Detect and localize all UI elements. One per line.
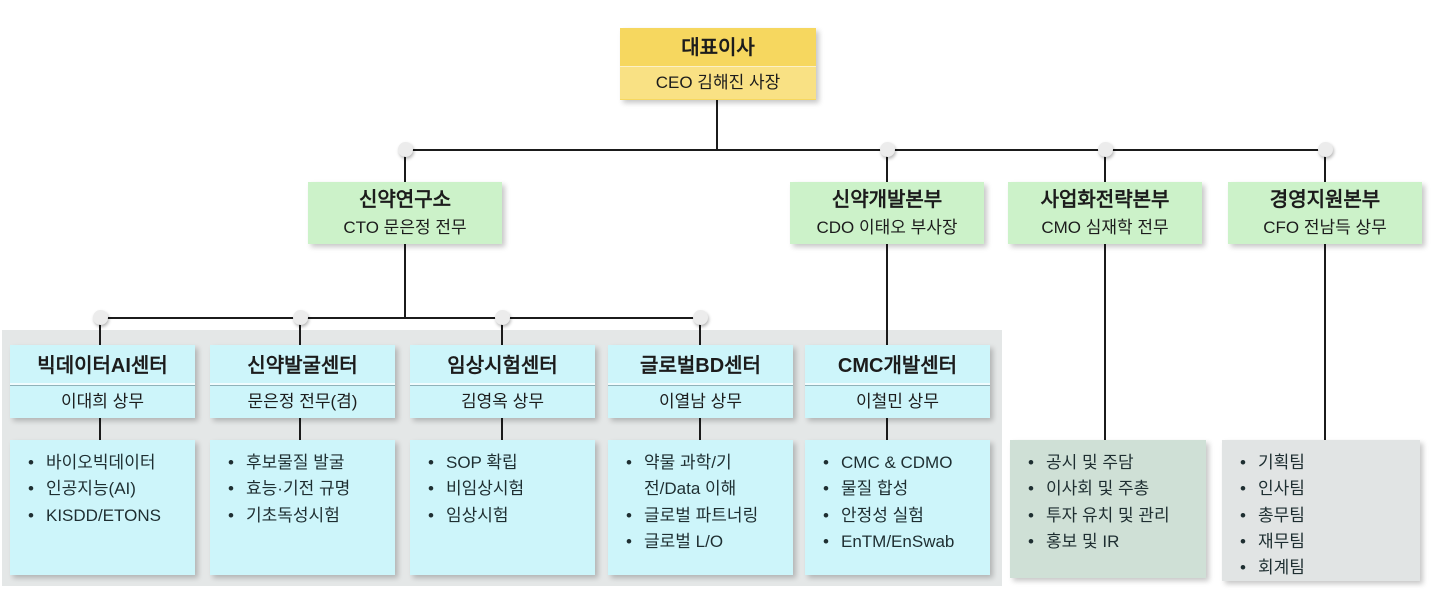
task-item: 이사회 및 주총: [1022, 476, 1198, 503]
division-title: 신약연구소: [359, 189, 451, 211]
node-center-bigdata: 빅데이터AI센터 이대희 상무: [10, 345, 195, 418]
junction-dot: [880, 142, 895, 157]
division-leader: CDO 이태오 부사장: [816, 218, 958, 237]
connector-business-down: [1104, 244, 1106, 440]
junction-dot: [398, 142, 413, 157]
task-item: 회계팀: [1234, 555, 1412, 582]
junction-dot: [293, 310, 308, 325]
division-title: 사업화전략본부: [1040, 189, 1170, 211]
node-division-management: 경영지원본부 CFO 전남득 상무: [1228, 182, 1422, 244]
connector-drop-research: [404, 150, 406, 182]
node-ceo-subtitle: CEO 김해진 사장: [620, 66, 816, 99]
connector-level1-horizontal: [404, 149, 1326, 151]
tasks-globalbd: 약물 과학/기전/Data 이해 글로벌 파트너링 글로벌 L/O: [608, 440, 793, 575]
task-item: 투자 유치 및 관리: [1022, 503, 1198, 530]
center-leader: 이열남 상무: [608, 385, 793, 417]
tasks-bigdata: 바이오빅데이터 인공지능(AI) KISDD/ETONS: [10, 440, 195, 575]
tasks-business-strategy: 공시 및 주담 이사회 및 주총 투자 유치 및 관리 홍보 및 IR: [1010, 440, 1206, 578]
node-ceo: 대표이사 CEO 김해진 사장: [620, 28, 816, 100]
task-item: 공시 및 주담: [1022, 450, 1198, 477]
division-leader: CMO 심재학 전무: [1041, 218, 1169, 237]
task-item: 안정성 실험: [817, 503, 982, 530]
node-center-cmc: CMC개발센터 이철민 상무: [805, 345, 990, 418]
task-item: 인사팀: [1234, 476, 1412, 503]
connector-management-down: [1324, 244, 1326, 440]
center-title: 신약발굴센터: [247, 355, 358, 377]
junction-dot: [1318, 142, 1333, 157]
node-center-clinical: 임상시험센터 김영옥 상무: [410, 345, 595, 418]
task-item: 후보물질 발굴: [222, 450, 387, 477]
tasks-management-support: 기획팀 인사팀 총무팀 재무팀 회계팀: [1222, 440, 1420, 582]
task-item: 글로벌 파트너링: [620, 503, 785, 530]
connector-research-down: [404, 244, 406, 318]
task-item: 글로벌 L/O: [620, 529, 785, 556]
connector-level2-horizontal: [99, 317, 701, 319]
node-center-discovery: 신약발굴센터 문은정 전무(겸): [210, 345, 395, 418]
node-division-research: 신약연구소 CTO 문은정 전무: [308, 182, 502, 244]
division-title: 경영지원본부: [1269, 189, 1381, 211]
center-title: 빅데이터AI센터: [37, 355, 168, 377]
task-item: 총무팀: [1234, 503, 1412, 530]
junction-dot: [495, 310, 510, 325]
division-leader: CTO 문은정 전무: [343, 218, 467, 237]
task-item: EnTM/EnSwab: [817, 529, 982, 556]
connector-ceo-down: [716, 100, 718, 150]
connector-drop-development: [886, 150, 888, 182]
task-item: 기초독성시험: [222, 503, 387, 530]
division-leader: CFO 전남득 상무: [1263, 218, 1387, 237]
node-center-globalbd: 글로벌BD센터 이열남 상무: [608, 345, 793, 418]
task-item: CMC & CDMO: [817, 450, 982, 477]
connector-drop-business: [1104, 150, 1106, 182]
center-leader: 김영옥 상무: [410, 385, 595, 417]
node-division-development: 신약개발본부 CDO 이태오 부사장: [790, 182, 984, 244]
connector-drop-cmc: [886, 244, 888, 440]
task-item: 재무팀: [1234, 529, 1412, 556]
task-item: 비임상시험: [422, 476, 587, 503]
task-item: 기획팀: [1234, 450, 1412, 477]
division-title: 신약개발본부: [831, 189, 943, 211]
task-item: 약물 과학/기전/Data 이해: [620, 450, 785, 503]
tasks-clinical: SOP 확립 비임상시험 임상시험: [410, 440, 595, 575]
center-title: 글로벌BD센터: [640, 355, 761, 377]
center-leader: 이철민 상무: [805, 385, 990, 417]
center-leader: 문은정 전무(겸): [210, 385, 395, 417]
tasks-discovery: 후보물질 발굴 효능·기전 규명 기초독성시험: [210, 440, 395, 575]
junction-dot: [1098, 142, 1113, 157]
task-item: 물질 합성: [817, 476, 982, 503]
task-item: 바이오빅데이터: [22, 450, 187, 477]
task-item: 효능·기전 규명: [222, 476, 387, 503]
task-item: KISDD/ETONS: [22, 503, 187, 530]
center-leader: 이대희 상무: [10, 385, 195, 417]
node-division-business: 사업화전략본부 CMO 심재학 전무: [1008, 182, 1202, 244]
task-item: 인공지능(AI): [22, 476, 187, 503]
task-item: SOP 확립: [422, 450, 587, 477]
center-title: 임상시험센터: [447, 355, 558, 377]
tasks-cmc: CMC & CDMO 물질 합성 안정성 실험 EnTM/EnSwab: [805, 440, 990, 575]
task-item: 임상시험: [422, 503, 587, 530]
center-title: CMC개발센터: [837, 355, 958, 377]
task-item: 홍보 및 IR: [1022, 529, 1198, 556]
node-ceo-title: 대표이사: [681, 37, 755, 59]
junction-dot: [693, 310, 708, 325]
junction-dot: [93, 310, 108, 325]
connector-drop-management: [1324, 150, 1326, 182]
